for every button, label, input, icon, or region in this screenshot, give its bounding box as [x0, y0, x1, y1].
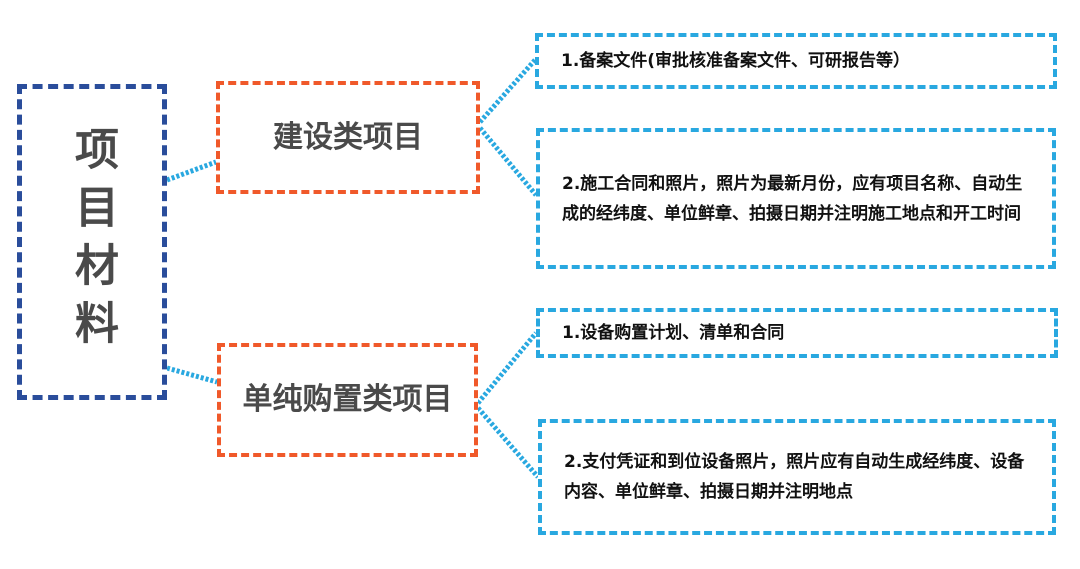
construction-item-contract-photos: 2.施工合同和照片，照片为最新月份，应有项目名称、自动生成的经纬度、单位鲜章、拍…: [536, 128, 1056, 269]
category-node-label: 单纯购置类项目: [242, 382, 453, 418]
root-node-label: 项目材料: [67, 126, 118, 358]
item-text: 2.支付凭证和到位设备照片，照片应有自动生成经纬度、设备内容、单位鲜章、拍摄日期…: [564, 452, 1025, 502]
item-text: 1.备案文件(审批核准备案文件、可研报告等）: [561, 51, 911, 71]
purchase-item-payment-photos: 2.支付凭证和到位设备照片，照片应有自动生成经纬度、设备内容、单位鲜章、拍摄日期…: [538, 419, 1056, 535]
connector-root-to-purchase: [166, 365, 218, 385]
category-node-construction: 建设类项目: [216, 81, 480, 194]
connector-purchase-to-item-2: [476, 406, 540, 479]
root-node: 项目材料: [17, 84, 167, 400]
item-text: 2.施工合同和照片，照片为最新月份，应有项目名称、自动生成的经纬度、单位鲜章、拍…: [562, 173, 1023, 224]
connector-construction-to-item-2: [478, 126, 538, 197]
purchase-item-plan-contract: 1.设备购置计划、清单和合同: [536, 308, 1058, 358]
category-node-label: 建设类项目: [273, 119, 423, 155]
connector-root-to-construction: [166, 159, 217, 183]
connector-purchase-to-item-1: [476, 331, 538, 405]
item-text: 1.设备购置计划、清单和合同: [562, 323, 785, 343]
connector-construction-to-item-1: [478, 58, 537, 124]
construction-item-filing-documents: 1.备案文件(审批核准备案文件、可研报告等）: [535, 33, 1057, 89]
category-node-purchase: 单纯购置类项目: [217, 343, 478, 457]
